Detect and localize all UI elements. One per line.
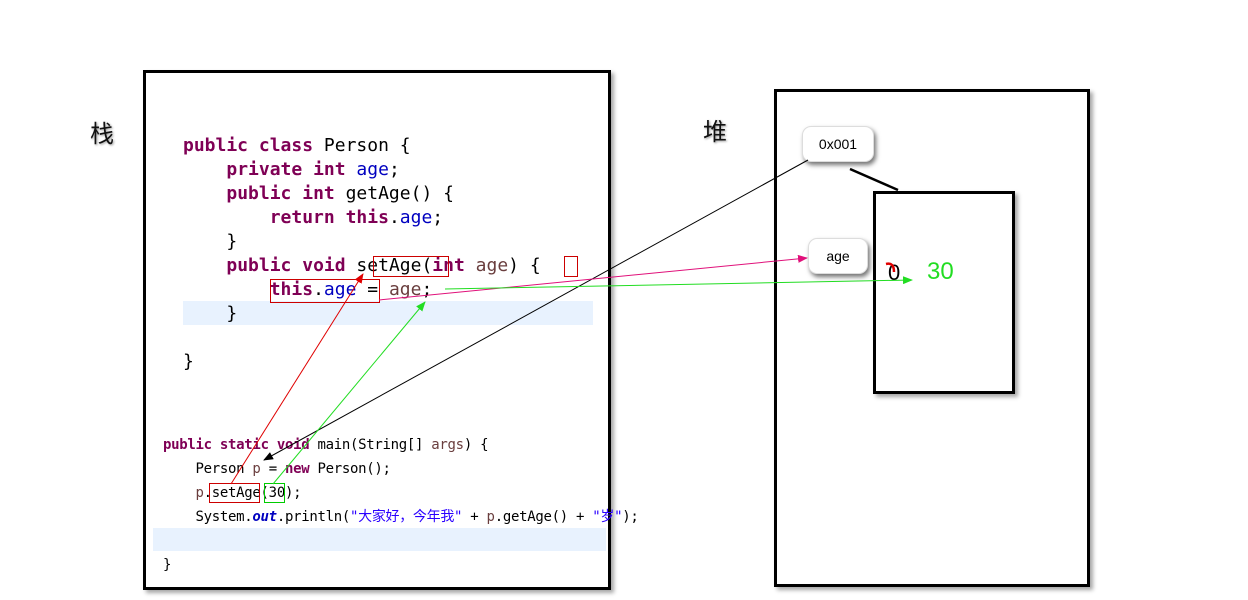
arg-arrow [272, 301, 426, 485]
code-token: = [260, 461, 285, 477]
main-code-line: } [163, 553, 638, 577]
code-token: out [252, 509, 277, 525]
address-pointer-line [849, 167, 899, 192]
code-token: args [431, 437, 464, 453]
code-token: age [388, 279, 422, 300]
this-age-box [270, 279, 380, 303]
code-token: public [226, 183, 292, 204]
code-token: private [226, 159, 303, 180]
code-token: Person { [313, 135, 411, 156]
code-token: this [269, 279, 314, 300]
code-token: = [356, 279, 389, 300]
main-code-line: public static void main(String[] args) { [163, 433, 638, 457]
code-token: "大家好，今年我" [349, 509, 463, 525]
stack-frame [143, 70, 611, 590]
brace-box [564, 256, 578, 277]
person-code-line: private int age; [183, 158, 541, 182]
code-token: this [345, 207, 389, 228]
setage-call-box [209, 483, 260, 503]
code-token: setAge( [345, 255, 433, 276]
code-token: p [252, 461, 261, 477]
address-callout: 0x001 [802, 126, 874, 162]
code-token: . [388, 207, 400, 228]
code-token: System. [163, 509, 253, 525]
code-token: . [313, 279, 324, 300]
code-token: "岁" [592, 509, 623, 525]
current-line-highlight [183, 301, 593, 325]
code-token: ) { [463, 437, 489, 453]
code-token: getAge() { [334, 183, 454, 204]
main-code-line: Person p = new Person(); [163, 457, 638, 481]
main-code-line: System.out.println("大家好，今年我" + p.getAge(… [163, 505, 639, 529]
code-token: main(String[] [309, 437, 432, 453]
code-token: int [302, 183, 335, 204]
value-arrow [444, 276, 913, 290]
code-token: new [284, 461, 310, 477]
code-token: + [462, 509, 487, 525]
person-object [873, 191, 1015, 394]
code-token: } [183, 231, 238, 252]
code-token: void [276, 437, 310, 453]
person-class-code: public class Person { private int age; p… [183, 134, 541, 374]
code-token: public [183, 135, 249, 156]
code-token: int [313, 159, 346, 180]
call-arrow [230, 273, 364, 485]
code-token: } [183, 303, 238, 324]
code-token: age [323, 279, 357, 300]
code-token: static [219, 437, 269, 453]
person-code-line: public int getAge() { [183, 182, 541, 206]
main-code-line: p.setAge(30); [163, 481, 638, 505]
person-code-line: } [183, 350, 541, 374]
strike-mark [885, 262, 896, 273]
code-token: age [475, 255, 509, 276]
code-token: public [226, 255, 292, 276]
code-token: } [183, 351, 194, 372]
code-token: p [486, 509, 495, 525]
code-token: age [356, 159, 389, 180]
code-token: .getAge() + [494, 509, 593, 525]
field-name-callout: age [808, 238, 868, 274]
new-age-value: 30 [927, 258, 954, 285]
setage-decl-box [373, 256, 449, 277]
person-code-line: } [183, 230, 541, 254]
stack-label: 栈 [90, 120, 114, 148]
person-code-line: } [183, 302, 541, 326]
code-token: Person(); [309, 461, 391, 477]
code-token: Person [163, 461, 253, 477]
code-token: ; [388, 159, 400, 180]
code-token: return [269, 207, 335, 228]
code-token: public [163, 437, 212, 453]
code-token: ; [432, 207, 444, 228]
code-token: p [195, 485, 204, 501]
main-method-code: public static void main(String[] args) {… [163, 433, 639, 577]
person-code-line: this.age = age; [183, 278, 541, 302]
person-code-line: public void setAge(int age) { [183, 254, 541, 278]
code-token: } [163, 557, 172, 573]
code-token: ); [622, 509, 639, 525]
heap-label: 堆 [703, 118, 727, 146]
code-token: ) { [508, 255, 541, 276]
old-age-value: 0 [888, 260, 901, 285]
code-token: void [302, 255, 346, 276]
code-token: .setAge(30); [203, 485, 302, 501]
code-token: .println( [276, 509, 350, 525]
main-line-highlight [153, 528, 606, 551]
code-token: age [399, 207, 433, 228]
reference-arrow [263, 159, 809, 461]
code-token: ; [421, 279, 433, 300]
code-token: class [258, 135, 314, 156]
arg-30-box [264, 483, 285, 503]
person-code-line: return this.age; [183, 206, 541, 230]
person-code-line: public class Person { [183, 134, 541, 158]
field-arrow [378, 254, 808, 301]
